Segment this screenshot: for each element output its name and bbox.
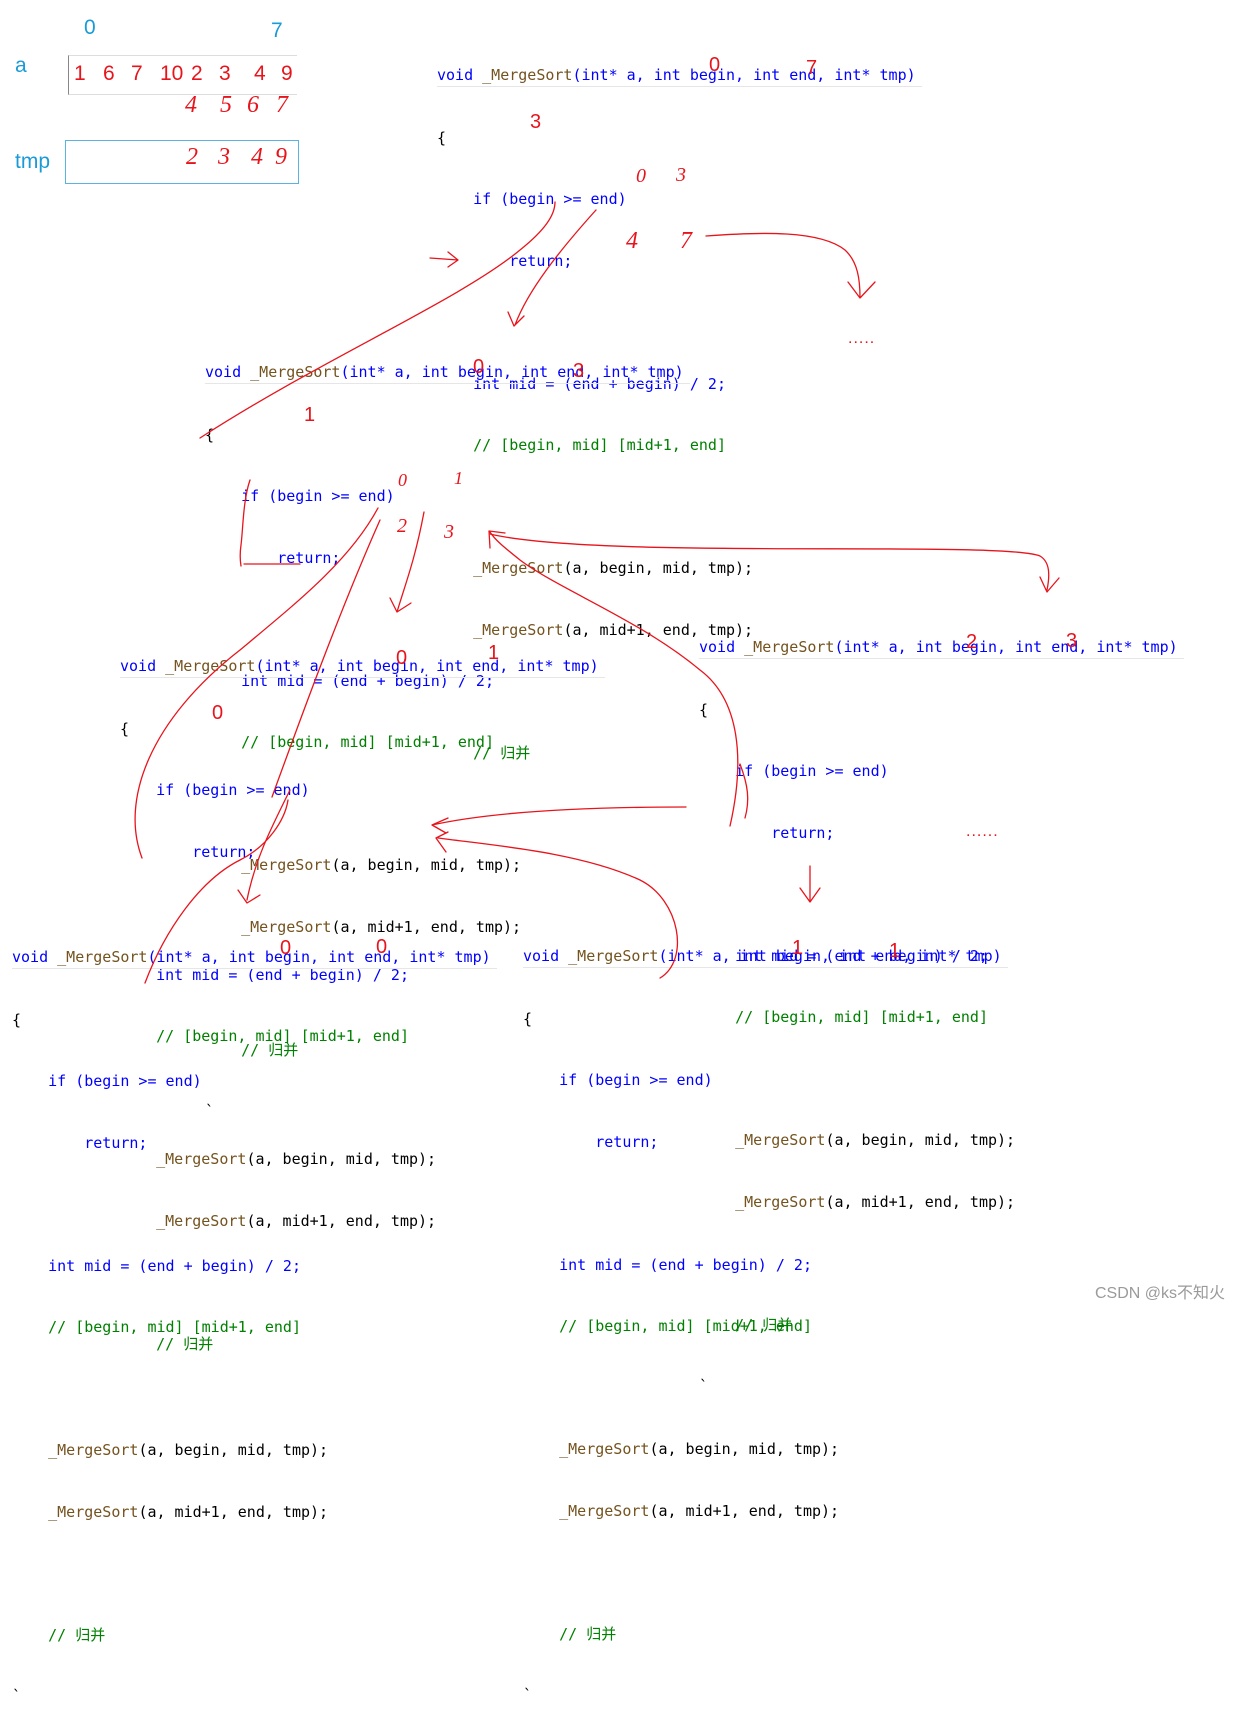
code-frame-2: void _MergeSort(int* a, int begin, int e… <box>205 321 690 1142</box>
f3-mid-annotation: 0 <box>212 702 224 724</box>
arrow-call-f3-from-f2 <box>271 519 381 798</box>
code-frame-4: void _MergeSort(int* a, int begin, int e… <box>699 596 1184 1417</box>
f1-begin-annotation: 0 <box>709 54 721 76</box>
array-a-label: a <box>15 54 27 77</box>
arrow-call-f6 <box>799 865 821 903</box>
f1-call2-end-annotation: 7 <box>680 228 692 254</box>
f5-end-annotation: 0 <box>376 936 388 958</box>
f3-end-annotation: 1 <box>488 642 500 664</box>
code-frame-1: void _MergeSort(int* a, int begin, int e… <box>437 24 922 784</box>
arrow-call-f5 <box>237 789 291 904</box>
f1-call1-end-annotation: 3 <box>676 164 686 186</box>
f2-call1-end-annotation: 1 <box>454 468 463 488</box>
f4-end-annotation: 3 <box>1066 630 1078 652</box>
index-end-label: 7 <box>271 19 283 42</box>
arrow-call-f3 <box>389 511 425 613</box>
arrow-call-f2 <box>507 209 597 327</box>
f4-begin-annotation: 2 <box>966 631 978 653</box>
arrow-return-f6-to-f3 <box>435 831 679 979</box>
arrow-return-from-f5 <box>144 799 289 984</box>
f6-begin-annotation: 1 <box>792 937 804 959</box>
ellipsis-top: ..... <box>848 330 876 347</box>
ellipsis-mid: ...... <box>966 823 999 840</box>
f2-call2-begin-annotation: 2 <box>397 515 407 537</box>
array-tmp-box <box>65 140 299 184</box>
f2-mid-annotation: 1 <box>304 404 316 426</box>
f1-end-annotation: 7 <box>806 57 818 79</box>
array-a-handwritten-indices: 4 5 6 7 <box>185 92 288 118</box>
arrow-call-f4-from-f2 <box>489 533 1060 593</box>
function-signature: void _MergeSort(int* a, int begin, int e… <box>437 65 922 87</box>
array-tmp-label: tmp <box>15 150 51 173</box>
array-tmp-values: 2 3 4 9 <box>186 144 287 170</box>
arrow-return-from-f4 <box>488 530 739 827</box>
f2-begin-annotation: 0 <box>473 356 485 378</box>
f1-call2-begin-annotation: 4 <box>626 228 638 254</box>
arrow-call-f4 <box>705 232 876 299</box>
arrow-return-to-f2 <box>134 507 379 859</box>
watermark: CSDN @ks不知火 <box>1094 1285 1225 1302</box>
f3-begin-annotation: 0 <box>396 647 408 669</box>
f2-call1-begin-annotation: 0 <box>398 470 407 490</box>
f1-call1-begin-annotation: 0 <box>636 165 646 187</box>
arrow-merge-f1 <box>429 251 459 268</box>
arrow-return-from-f6 <box>431 806 687 834</box>
array-a-values: 1 6 7 10 2 3 4 9 <box>74 62 293 85</box>
f1-mid-annotation: 3 <box>530 111 542 133</box>
f2-end-annotation: 3 <box>573 360 585 382</box>
array-a-box <box>68 55 297 95</box>
index-start-label: 0 <box>84 16 96 39</box>
bracket-f2-calls <box>239 479 251 567</box>
arrow-return-to-f1 <box>199 201 556 439</box>
call-arrows-overlay <box>134 201 1060 984</box>
f2-call2-end-annotation: 3 <box>444 521 454 543</box>
code-frame-3: void _MergeSort(int* a, int begin, int e… <box>120 615 605 1375</box>
bracket-f4-calls <box>739 763 749 819</box>
f6-end-annotation: 1 <box>889 940 901 962</box>
f5-begin-annotation: 0 <box>280 937 292 959</box>
